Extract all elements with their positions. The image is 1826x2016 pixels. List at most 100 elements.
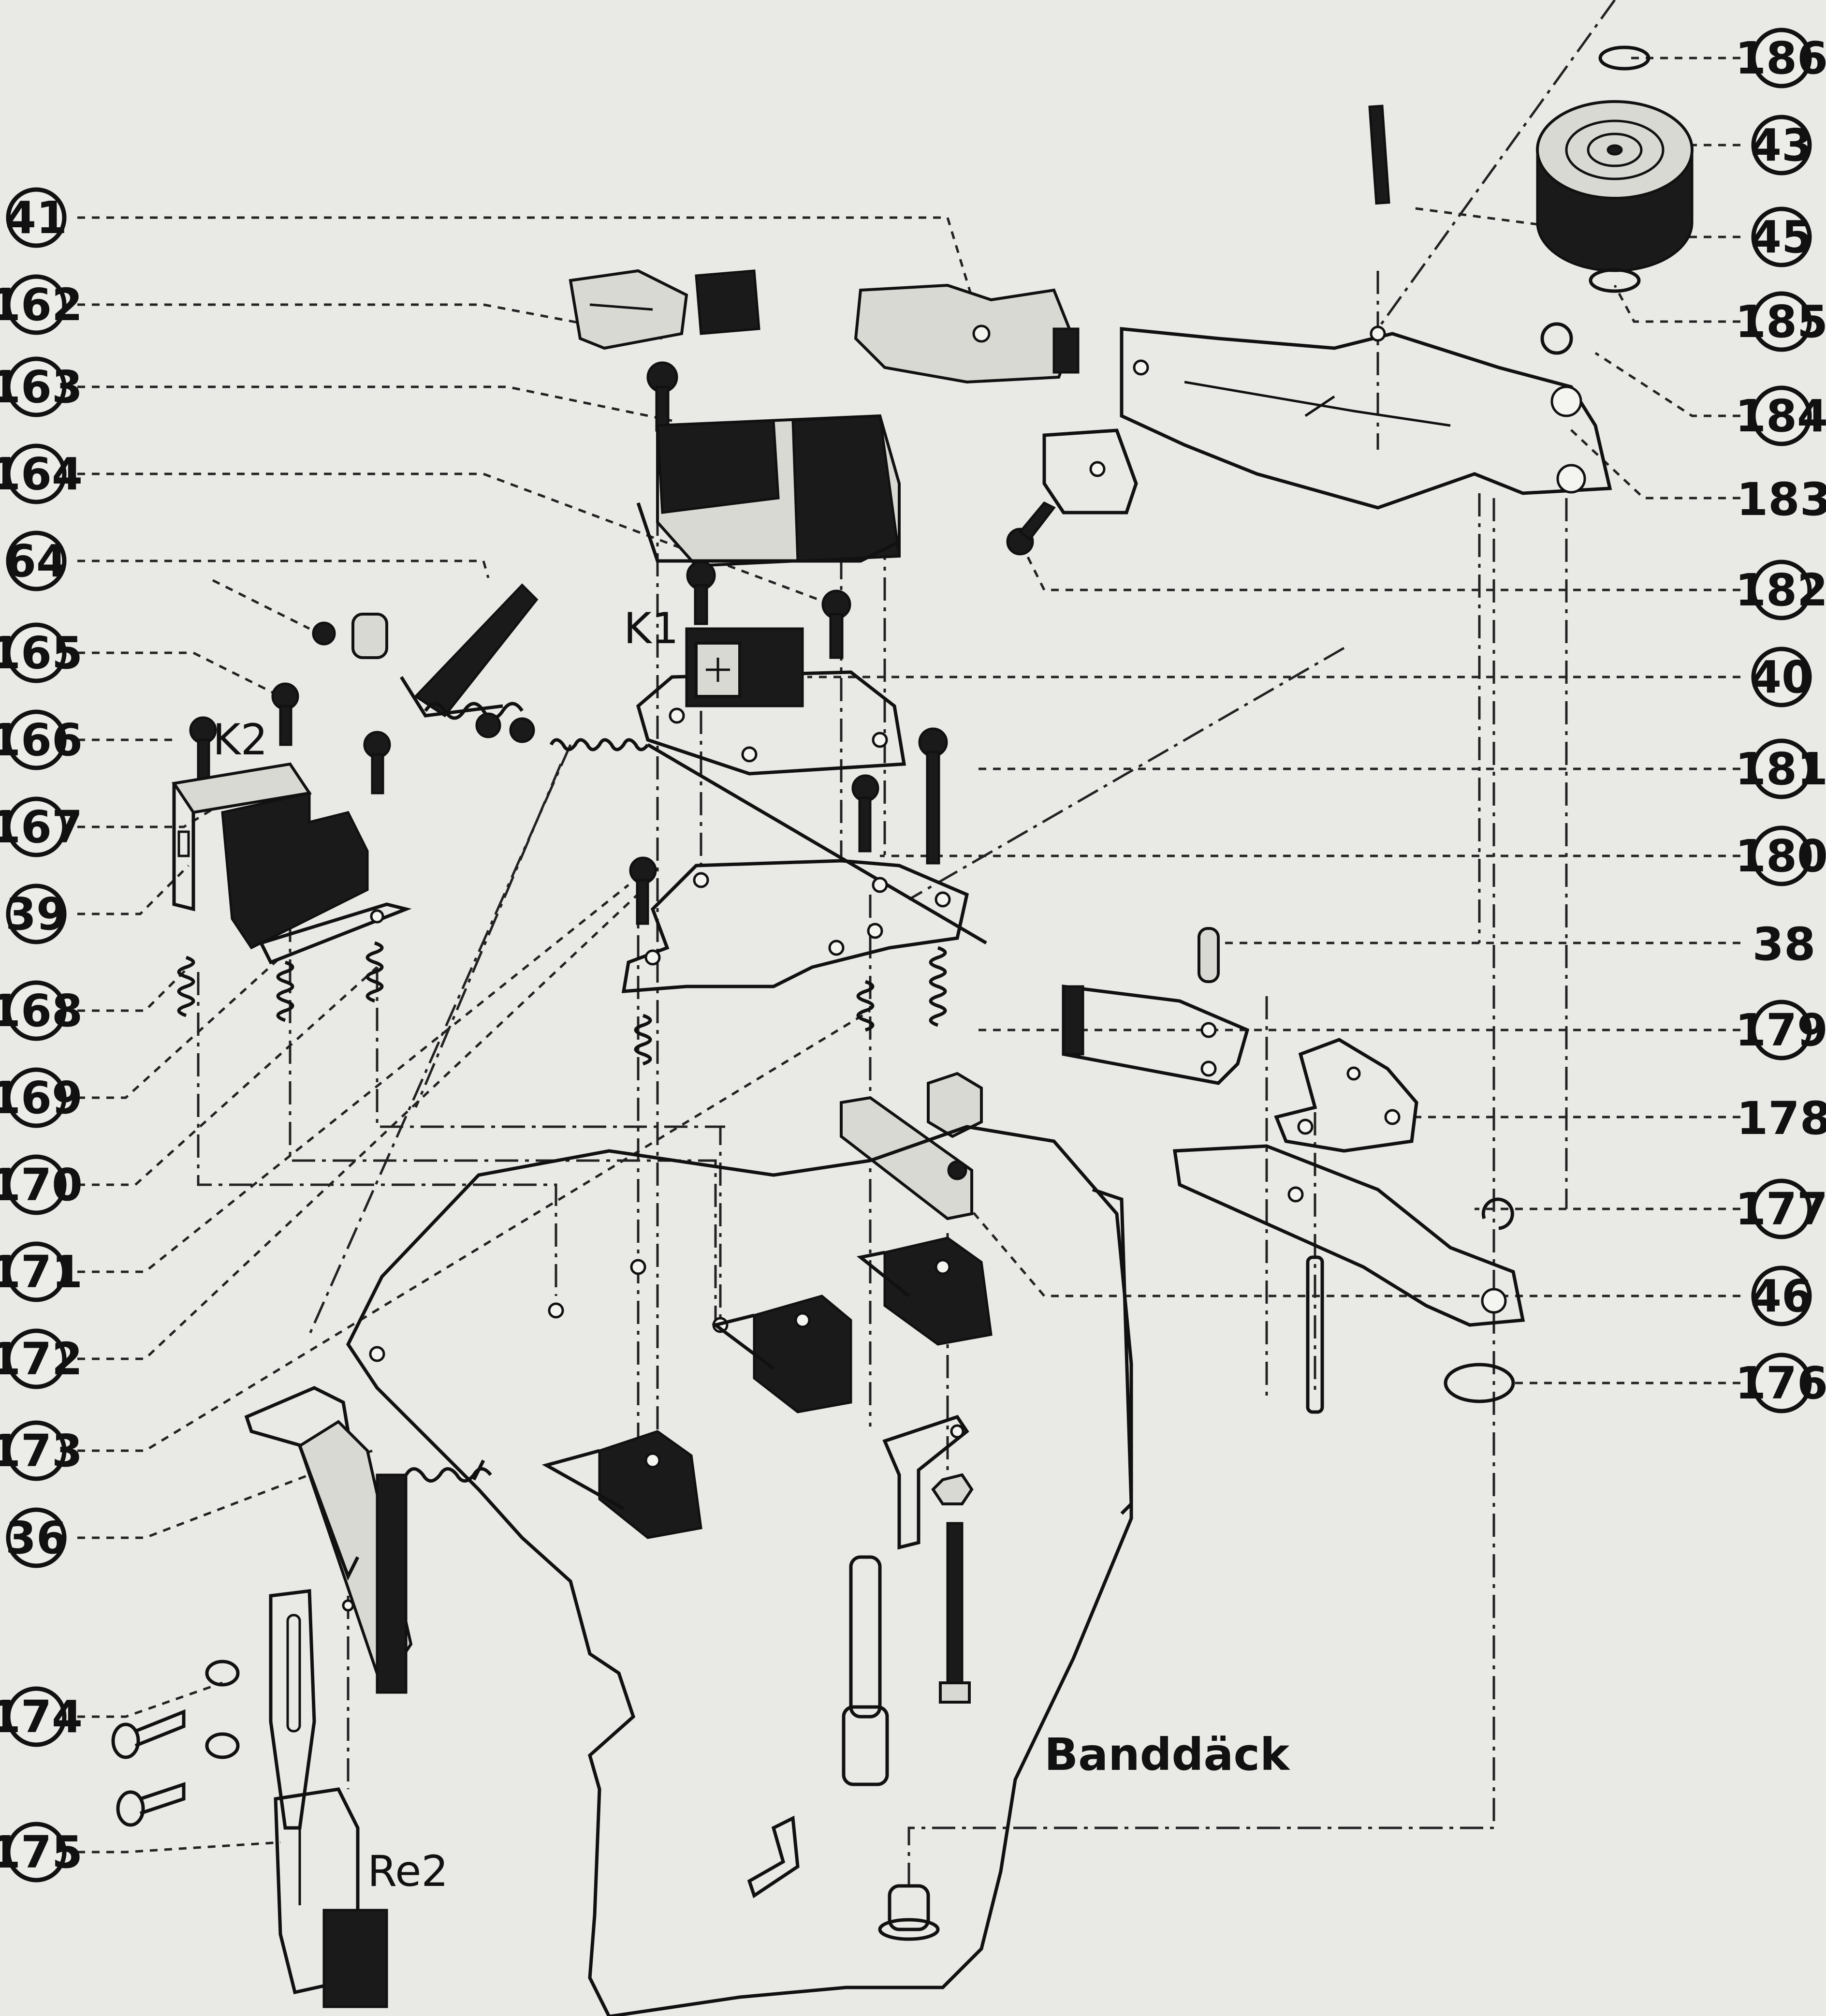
callout-171: 171	[0, 1241, 83, 1302]
callout-174: 174	[0, 1686, 83, 1747]
callout-163: 163	[0, 356, 83, 417]
spring-168	[177, 956, 195, 1017]
pin-38	[1198, 927, 1220, 983]
lever-arm	[840, 1096, 973, 1221]
bar-46	[1172, 1144, 1525, 1327]
callout-36: 36	[5, 1507, 67, 1568]
post	[842, 1555, 889, 1786]
screw-172	[629, 856, 657, 925]
screw-167	[363, 731, 391, 795]
svg-text:162: 162	[0, 279, 83, 331]
spring-169	[276, 960, 294, 1022]
bracket-41	[854, 283, 1080, 384]
nut-hex	[927, 1072, 983, 1138]
callout-172: 172	[0, 1328, 83, 1389]
shim-plate-182	[1006, 428, 1138, 556]
shaft-45	[1368, 104, 1390, 205]
svg-text:167: 167	[0, 801, 83, 853]
callout-170: 170	[0, 1154, 83, 1215]
callout-180: 180	[1735, 825, 1826, 886]
callout-45: 45	[1751, 206, 1812, 267]
svg-text:172: 172	[0, 1333, 83, 1385]
svg-text:175: 175	[0, 1826, 83, 1878]
label-38: 38	[1753, 918, 1816, 971]
svg-text:177: 177	[1735, 1183, 1826, 1235]
callout-41: 41	[5, 187, 67, 248]
washer-185	[1589, 268, 1641, 293]
guide-block-a	[712, 1295, 852, 1413]
roller-43	[1536, 100, 1694, 272]
callout-167: 167	[0, 796, 83, 857]
svg-text:171: 171	[0, 1246, 83, 1298]
callout-39: 39	[5, 883, 67, 944]
guide-block-c	[541, 1430, 702, 1539]
angle-bracket	[882, 1414, 974, 1550]
screw-165	[271, 682, 299, 746]
deck-label: Banddäck	[1044, 1729, 1290, 1781]
label-183: 183	[1737, 473, 1826, 526]
capstan-pin	[878, 1884, 940, 1941]
guide-block-b	[856, 1236, 993, 1346]
callout-164: 164	[0, 443, 83, 504]
washer-176	[1444, 1363, 1515, 1403]
callout-169: 169	[0, 1067, 83, 1128]
callout-175: 175	[0, 1822, 83, 1883]
svg-text:173: 173	[0, 1425, 83, 1477]
relay-k1	[636, 627, 906, 776]
svg-text:64: 64	[5, 535, 67, 587]
screw-pair-164	[686, 560, 851, 659]
screw-180	[851, 774, 879, 853]
long-pin	[1306, 1255, 1324, 1414]
tape-deck-plate	[346, 1125, 1133, 2016]
callout-43: 43	[1751, 115, 1812, 176]
svg-text:45: 45	[1751, 211, 1812, 263]
svg-text:176: 176	[1735, 1357, 1826, 1409]
svg-text:179: 179	[1735, 1004, 1826, 1056]
long-bolt	[939, 1522, 971, 1704]
spring-arm-64	[400, 583, 539, 743]
svg-text:39: 39	[5, 888, 67, 940]
lever-178	[1274, 1038, 1418, 1153]
slider-179	[1062, 985, 1250, 1085]
callout-179: 179	[1735, 1000, 1826, 1060]
callout-182: 182	[1735, 559, 1826, 620]
screw-181	[918, 727, 948, 865]
spring-170	[365, 941, 384, 1003]
deck-spring-36	[404, 1459, 492, 1483]
svg-text:46: 46	[1751, 1270, 1812, 1322]
washer-186	[1598, 45, 1651, 71]
switch-re2	[274, 1787, 388, 2008]
small-tab	[747, 1815, 800, 1898]
svg-text:163: 163	[0, 361, 83, 413]
screw-175	[116, 1782, 186, 1827]
svg-text:165: 165	[0, 627, 83, 679]
plate-183	[1120, 325, 1612, 510]
svg-text:180: 180	[1735, 830, 1826, 882]
callout-165: 165	[0, 622, 83, 683]
clip-177	[1481, 1197, 1514, 1230]
callout-177: 177	[1735, 1178, 1826, 1239]
relay-k2	[171, 762, 412, 965]
svg-text:181: 181	[1735, 743, 1826, 795]
clip-184	[1540, 322, 1573, 355]
callout-173: 173	[0, 1420, 83, 1481]
callout-185: 185	[1735, 291, 1826, 352]
svg-text:164: 164	[0, 448, 83, 500]
svg-text:182: 182	[1735, 564, 1826, 616]
callout-166: 166	[0, 709, 83, 770]
screw-166	[189, 716, 217, 780]
deck-edge	[1092, 1188, 1133, 1515]
callout-184: 184	[1735, 385, 1826, 446]
switch-re2-label: Re2	[367, 1846, 448, 1896]
svg-text:40: 40	[1751, 651, 1812, 703]
svg-text:43: 43	[1751, 119, 1812, 171]
svg-text:170: 170	[0, 1159, 83, 1211]
svg-text:36: 36	[5, 1512, 67, 1564]
callout-46: 46	[1751, 1266, 1812, 1326]
bracket-small-162	[569, 269, 760, 350]
label-178: 178	[1737, 1092, 1826, 1145]
mounting-plate-173	[621, 859, 969, 993]
callout-176: 176	[1735, 1353, 1826, 1413]
relay-k2-label: K2	[213, 715, 268, 765]
